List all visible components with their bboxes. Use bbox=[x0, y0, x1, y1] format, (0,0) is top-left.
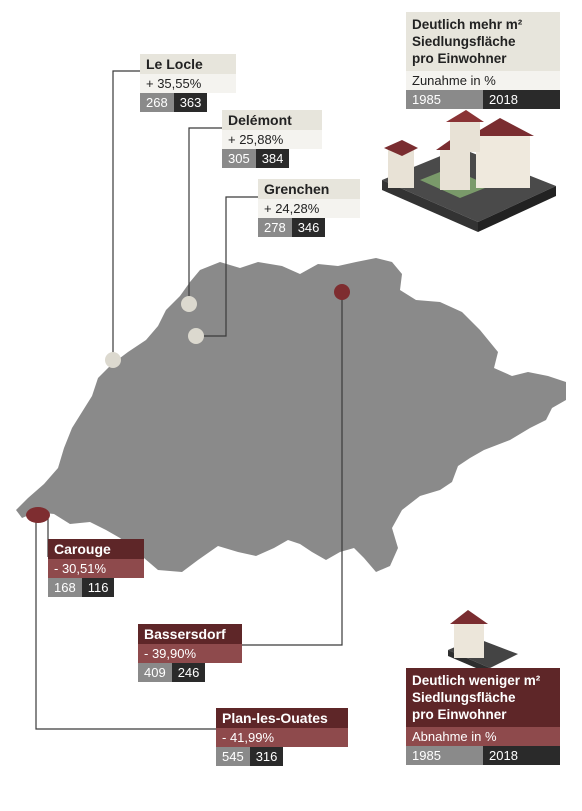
legend-increase-year-2018: 2018 bbox=[483, 90, 560, 109]
single-house-icon bbox=[448, 610, 518, 674]
switzerland-shape bbox=[16, 258, 566, 572]
card-delemont-1985: 305 bbox=[222, 149, 256, 168]
card-plan-les-ouates-values: 545 316 bbox=[216, 747, 348, 766]
marker-delemont bbox=[181, 296, 197, 312]
legend-decrease-year-1985: 1985 bbox=[406, 746, 483, 765]
card-le-locle-change: + 35,55% bbox=[140, 74, 236, 93]
card-plan-les-ouates-change: - 41,99% bbox=[216, 728, 348, 747]
card-bassersdorf-2018: 246 bbox=[171, 663, 206, 682]
card-plan-les-ouates-1985: 545 bbox=[216, 747, 250, 766]
legend-increase-title-line2: Siedlungsfläche bbox=[412, 34, 516, 49]
card-bassersdorf-change: - 39,90% bbox=[138, 644, 242, 663]
city-buildings-icon bbox=[382, 110, 556, 232]
legend-decrease-title: Deutlich weniger m² Siedlungsfläche pro … bbox=[406, 668, 560, 727]
legend-decrease-years: 1985 2018 bbox=[406, 746, 560, 765]
card-grenchen-name: Grenchen bbox=[258, 179, 360, 199]
legend-increase-title-line1: Deutlich mehr m² bbox=[412, 17, 523, 32]
card-delemont: Delémont + 25,88% 305 384 bbox=[222, 110, 322, 168]
marker-grenchen bbox=[188, 328, 204, 344]
leader-plan-les-ouates bbox=[35, 516, 216, 730]
leader-bassersdorf bbox=[234, 292, 343, 646]
legend-decrease-title-line3: pro Einwohner bbox=[412, 707, 507, 722]
marker-bassersdorf bbox=[334, 284, 350, 300]
legend-decrease-title-line2: Siedlungsfläche bbox=[412, 690, 516, 705]
card-delemont-2018: 384 bbox=[255, 149, 290, 168]
leader-le-locle bbox=[112, 70, 140, 360]
card-le-locle: Le Locle + 35,55% 268 363 bbox=[140, 54, 236, 112]
card-carouge-2018: 116 bbox=[81, 578, 115, 597]
legend-increase-title: Deutlich mehr m² Siedlungsfläche pro Ein… bbox=[406, 12, 560, 71]
marker-carouge-plan-les-ouates bbox=[26, 507, 50, 523]
leader-delemont bbox=[188, 127, 222, 304]
marker-le-locle bbox=[105, 352, 121, 368]
leader-grenchen bbox=[196, 196, 258, 337]
legend-increase-subtitle: Zunahme in % bbox=[406, 71, 560, 90]
legend-increase-year-1985: 1985 bbox=[406, 90, 483, 109]
card-grenchen-1985: 278 bbox=[258, 218, 292, 237]
card-le-locle-values: 268 363 bbox=[140, 93, 236, 112]
card-carouge-name: Carouge bbox=[48, 539, 144, 559]
legend-decrease: Deutlich weniger m² Siedlungsfläche pro … bbox=[406, 668, 560, 765]
card-le-locle-1985: 268 bbox=[140, 93, 174, 112]
card-grenchen-values: 278 346 bbox=[258, 218, 360, 237]
card-carouge-values: 168 116 bbox=[48, 578, 144, 597]
card-bassersdorf-name: Bassersdorf bbox=[138, 624, 242, 644]
legend-decrease-title-line1: Deutlich weniger m² bbox=[412, 673, 541, 688]
card-le-locle-name: Le Locle bbox=[140, 54, 236, 74]
card-plan-les-ouates: Plan-les-Ouates - 41,99% 545 316 bbox=[216, 708, 348, 766]
card-delemont-change: + 25,88% bbox=[222, 130, 322, 149]
card-le-locle-2018: 363 bbox=[173, 93, 208, 112]
legend-increase-years: 1985 2018 bbox=[406, 90, 560, 109]
legend-decrease-subtitle: Abnahme in % bbox=[406, 727, 560, 746]
legend-increase-title-line3: pro Einwohner bbox=[412, 51, 507, 66]
legend-increase: Deutlich mehr m² Siedlungsfläche pro Ein… bbox=[406, 12, 560, 109]
card-bassersdorf: Bassersdorf - 39,90% 409 246 bbox=[138, 624, 242, 682]
card-delemont-values: 305 384 bbox=[222, 149, 322, 168]
card-carouge: Carouge - 30,51% 168 116 bbox=[48, 539, 144, 597]
card-delemont-name: Delémont bbox=[222, 110, 322, 130]
card-grenchen-change: + 24,28% bbox=[258, 199, 360, 218]
card-plan-les-ouates-name: Plan-les-Ouates bbox=[216, 708, 348, 728]
card-bassersdorf-values: 409 246 bbox=[138, 663, 242, 682]
card-carouge-1985: 168 bbox=[48, 578, 82, 597]
legend-decrease-year-2018: 2018 bbox=[483, 746, 560, 765]
card-carouge-change: - 30,51% bbox=[48, 559, 144, 578]
card-grenchen-2018: 346 bbox=[291, 218, 326, 237]
card-bassersdorf-1985: 409 bbox=[138, 663, 172, 682]
card-plan-les-ouates-2018: 316 bbox=[249, 747, 284, 766]
card-grenchen: Grenchen + 24,28% 278 346 bbox=[258, 179, 360, 237]
